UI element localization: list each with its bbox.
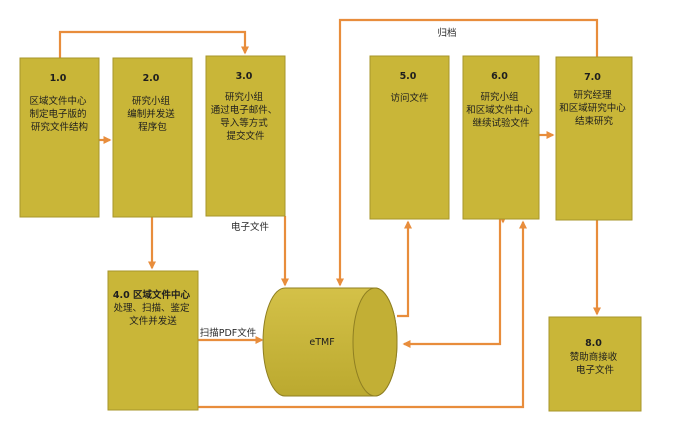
process-2: 2.0 研究小组 编制并发送 程序包 bbox=[112, 57, 193, 218]
connectors bbox=[58, 18, 601, 409]
process-1-text: 1.0 区域文件中心 制定电子版的 研究文件结构 bbox=[29, 73, 89, 133]
etmf-label: eTMF bbox=[309, 337, 334, 348]
process-6: 6.0 研究小组 和区域文件中心 继续试验文件 bbox=[462, 55, 540, 220]
process-2-text: 2.0 研究小组 编制并发送 程序包 bbox=[127, 73, 178, 133]
process-6-text: 6.0 研究小组 和区域文件中心 继续试验文件 bbox=[466, 71, 536, 129]
process-5: 5.0 访问文件 bbox=[369, 55, 450, 220]
edge-label-archive: 归档 bbox=[437, 27, 456, 39]
process-3-text: 3.0 研究小组 通过电子邮件、 导入等方式 提交文件 bbox=[211, 71, 281, 142]
process-4: 4.0 区域文件中心 处理、扫描、鉴定 文件并发送 bbox=[107, 270, 199, 411]
process-5-text: 5.0 访问文件 bbox=[390, 71, 429, 104]
edge-label-scan-pdf: 扫描PDF文件 bbox=[200, 327, 257, 339]
process-7-text: 7.0 研究经理 和区域研究中心 结束研究 bbox=[559, 72, 629, 127]
etmf-data-store: eTMF bbox=[262, 287, 398, 397]
process-8: 8.0 赞助商接收 电子文件 bbox=[548, 316, 642, 412]
process-4-text: 4.0 区域文件中心 处理、扫描、鉴定 文件并发送 bbox=[113, 289, 193, 327]
connector-4-to-6 bbox=[198, 220, 527, 409]
process-7: 7.0 研究经理 和区域研究中心 结束研究 bbox=[555, 56, 633, 221]
connector-etmf-to-5 bbox=[397, 220, 412, 318]
connector-7-archive-to-etmf bbox=[336, 18, 599, 287]
connector-1-to-3 bbox=[58, 30, 249, 58]
edge-label-electronic: 电子文件 bbox=[231, 221, 270, 233]
connector-6-to-etmf bbox=[402, 215, 502, 348]
process-3: 3.0 研究小组 通过电子邮件、 导入等方式 提交文件 bbox=[205, 55, 286, 217]
process-1: 1.0 区域文件中心 制定电子版的 研究文件结构 bbox=[19, 57, 100, 218]
process-8-text: 8.0 赞助商接收 电子文件 bbox=[570, 338, 621, 376]
